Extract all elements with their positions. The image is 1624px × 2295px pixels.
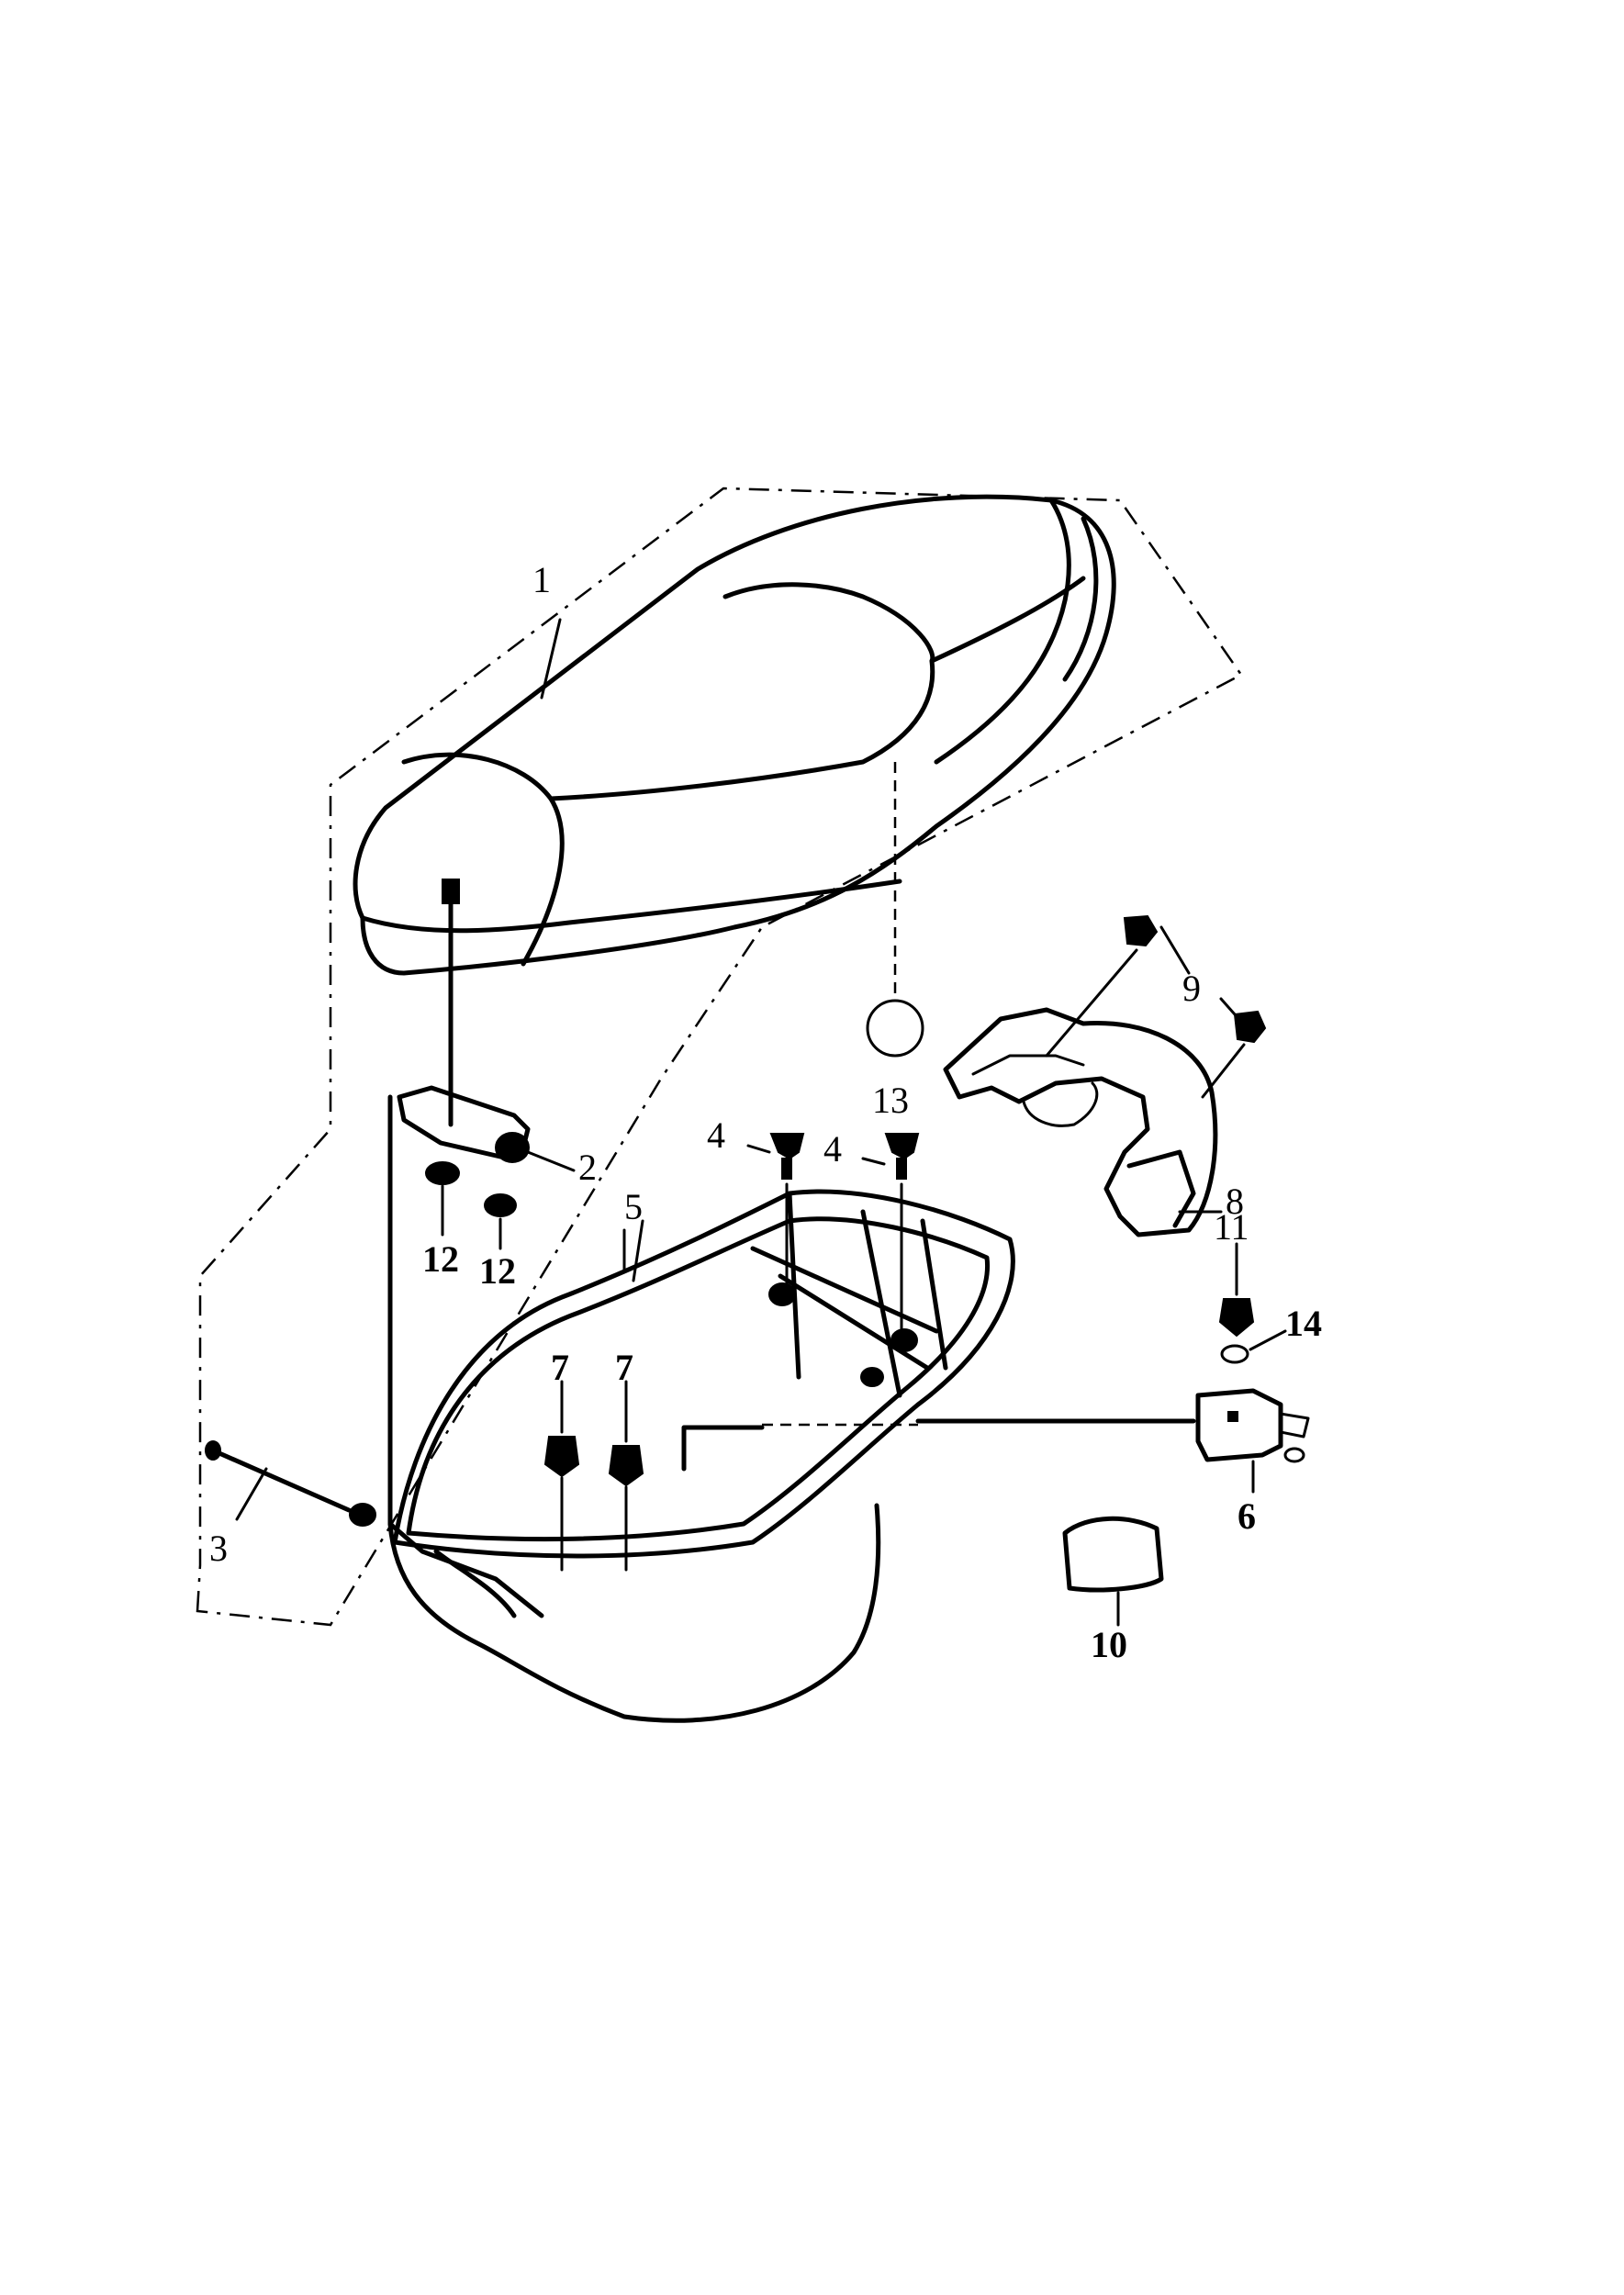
callout-12-left: 12 xyxy=(422,1238,459,1280)
callout-7-left: 7 xyxy=(551,1347,569,1388)
nut-12-left xyxy=(425,1161,460,1237)
callout-5: 5 xyxy=(624,1186,643,1227)
callout-3: 3 xyxy=(209,1528,228,1569)
callout-11: 11 xyxy=(1214,1206,1249,1248)
bolt-7-right xyxy=(608,1380,644,1572)
callout-14: 14 xyxy=(1285,1303,1322,1344)
latch-6 xyxy=(1195,1388,1310,1494)
callout-12-right: 12 xyxy=(479,1250,516,1292)
nut-12-right xyxy=(484,1193,517,1250)
screw-9-upper xyxy=(1045,914,1191,1058)
washer-14 xyxy=(1220,1329,1287,1364)
screw-4-left xyxy=(746,1133,805,1292)
bolt-11 xyxy=(1218,1242,1255,1338)
screw-9-lower xyxy=(1201,997,1267,1099)
helmet-box xyxy=(387,1094,1015,1723)
callout-2: 2 xyxy=(578,1147,597,1188)
callout-7-right: 7 xyxy=(615,1347,633,1388)
leader-6-hook xyxy=(681,1425,765,1472)
seat-hinge xyxy=(397,879,576,1172)
bolt-7-left xyxy=(543,1380,580,1572)
callout-6: 6 xyxy=(1238,1495,1256,1537)
callout-9: 9 xyxy=(1182,968,1201,1009)
seat-latch-bracket xyxy=(943,1007,1223,1237)
assembly-group-outline xyxy=(196,487,1243,1627)
screw-4-right xyxy=(861,1133,920,1338)
callout-4-right: 4 xyxy=(823,1128,842,1170)
seat xyxy=(353,494,1116,976)
callout-8: 8 xyxy=(1226,1181,1244,1222)
callout-4-left: 4 xyxy=(707,1114,725,1156)
callout-10: 10 xyxy=(1091,1624,1127,1665)
callout-13: 13 xyxy=(872,1080,909,1121)
grommet-13 xyxy=(866,999,924,1058)
hinge-bolt xyxy=(205,1440,376,1527)
cover-10 xyxy=(1062,1516,1164,1627)
leader-1 xyxy=(540,618,562,700)
callout-1: 1 xyxy=(532,559,551,600)
